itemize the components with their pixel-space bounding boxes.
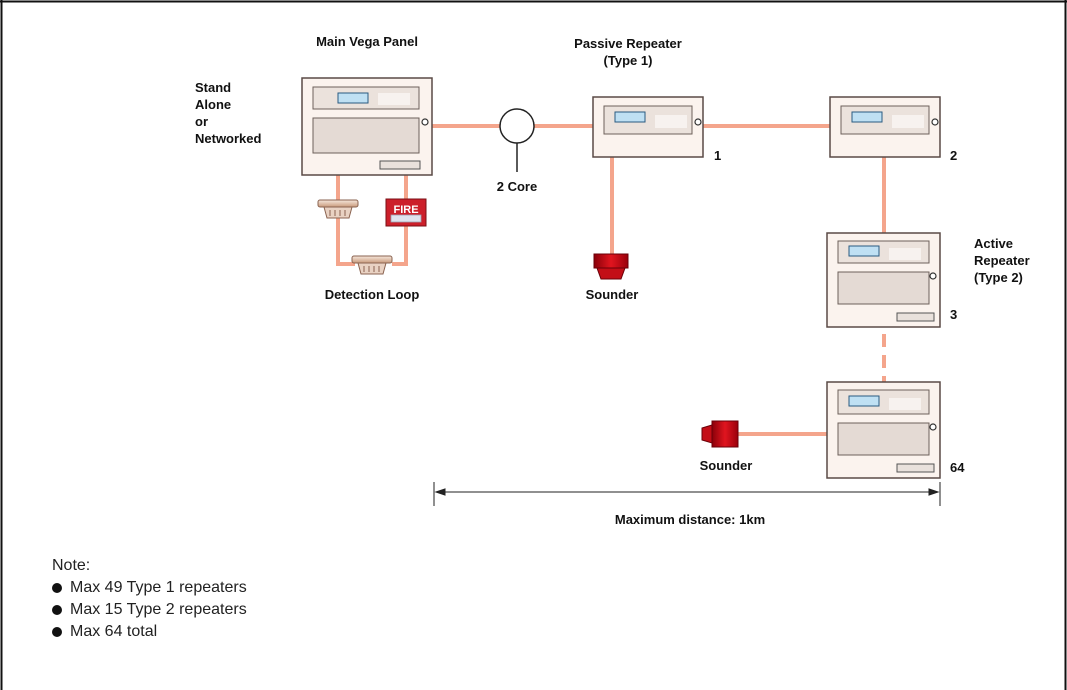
note-text: Max 64 total <box>70 623 158 640</box>
repeater-number-2: 2 <box>950 148 958 163</box>
passive-title-line-1: Passive Repeater <box>574 36 682 51</box>
sounder-icon <box>593 253 629 280</box>
passive-repeater-1 <box>592 96 704 158</box>
cable-core-marker <box>499 108 535 144</box>
detection-loop-label: Detection Loop <box>324 287 420 302</box>
mode-line-1: Stand <box>195 80 232 95</box>
bullet-icon <box>52 627 62 637</box>
mode-line-2: Alone <box>195 97 232 112</box>
fire-call-point-icon: FIRE <box>385 198 427 227</box>
smoke-detector-icon <box>317 199 359 219</box>
note-item: Max 15 Type 2 repeaters <box>52 599 247 621</box>
main-panel-mode-label: Stand Alone or Networked <box>195 79 261 147</box>
note-text: Max 15 Type 2 repeaters <box>70 601 247 618</box>
note-item: Max 49 Type 1 repeaters <box>52 577 247 599</box>
note-item: Max 64 total <box>52 621 247 643</box>
note-text: Max 49 Type 1 repeaters <box>70 579 247 596</box>
smoke-detector-loop-icon <box>351 255 393 275</box>
active-title-line-3: (Type 2) <box>974 270 1023 285</box>
sounder-label-1: Sounder <box>585 287 639 302</box>
active-title-line-2: Repeater <box>974 253 1030 268</box>
active-repeater-title: Active Repeater (Type 2) <box>974 235 1030 286</box>
repeater-number-64: 64 <box>950 460 965 475</box>
main-vega-panel <box>301 77 433 176</box>
active-repeater-64 <box>826 381 941 479</box>
mode-line-3: or <box>195 114 208 129</box>
active-repeater-3 <box>826 232 941 328</box>
repeater-number-1: 1 <box>714 148 722 163</box>
bullet-icon <box>52 605 62 615</box>
repeater-number-3: 3 <box>950 307 958 322</box>
detection-loop-wire <box>336 175 355 266</box>
main-panel-title: Main Vega Panel <box>316 34 418 49</box>
cable-label: 2 Core <box>496 179 538 194</box>
notes-block: Note: Max 49 Type 1 repeaters Max 15 Typ… <box>52 555 247 643</box>
mode-line-4: Networked <box>195 131 262 146</box>
distance-label: Maximum distance: 1km <box>614 512 766 527</box>
active-title-line-1: Active <box>974 236 1014 251</box>
bullet-icon <box>52 583 62 593</box>
notes-heading: Note: <box>52 557 91 574</box>
distance-dimension <box>433 482 941 506</box>
passive-repeater-title: Passive Repeater (Type 1) <box>558 35 698 69</box>
sounder-label-2: Sounder <box>699 458 753 473</box>
passive-repeater-2 <box>829 96 941 158</box>
fire-call-point-text: FIRE <box>393 204 418 216</box>
passive-title-line-2: (Type 1) <box>603 53 653 68</box>
sounder-2-icon <box>701 420 739 448</box>
